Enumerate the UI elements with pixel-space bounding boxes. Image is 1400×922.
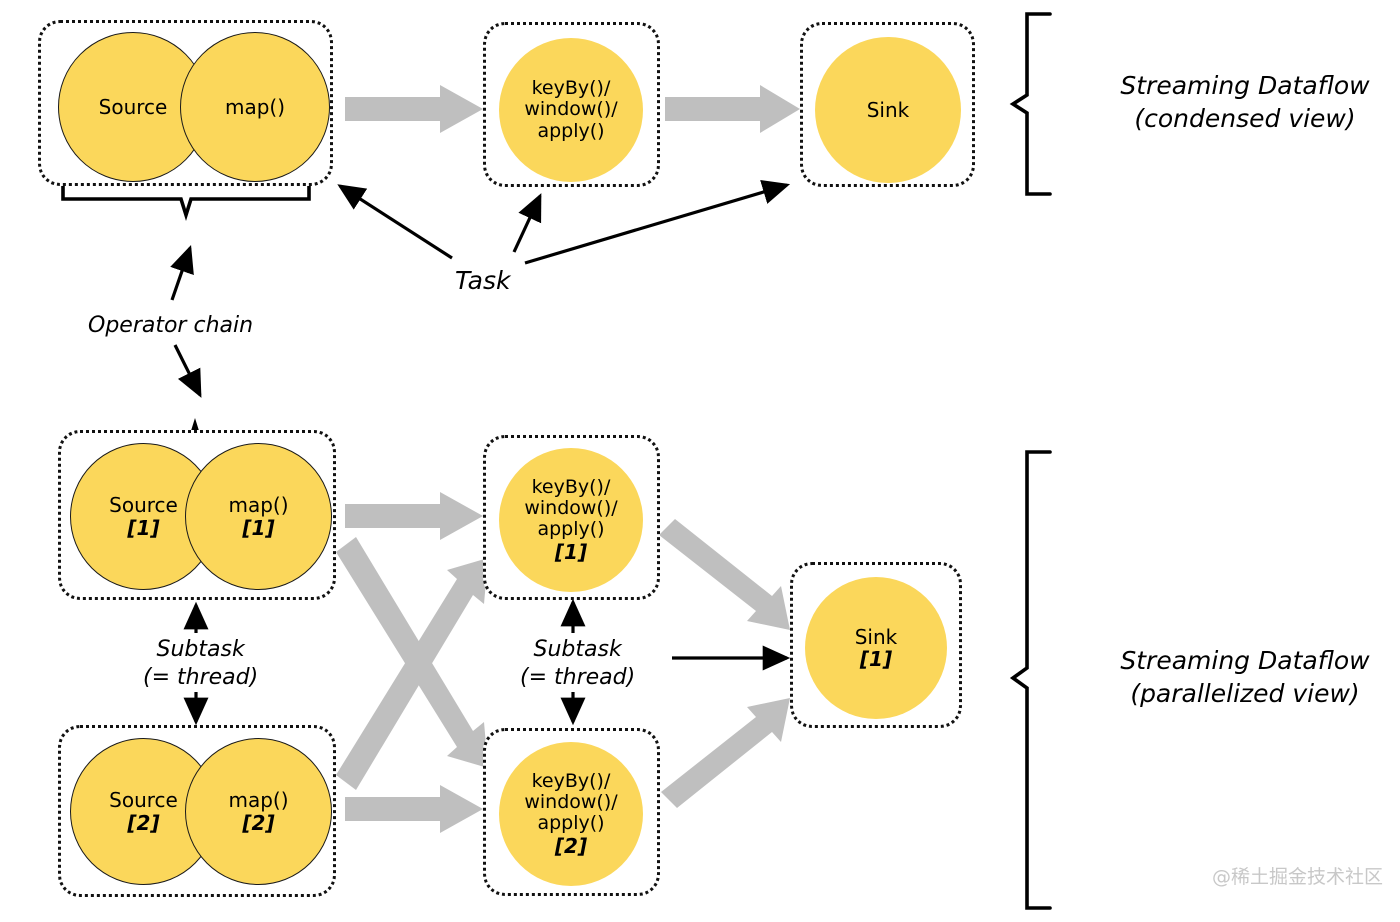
node-index: [2] xyxy=(554,833,588,858)
node-keyby-condensed[interactable]: keyBy()/ window()/ apply() xyxy=(499,38,643,182)
watermark: @稀土掘金技术社区 xyxy=(1212,866,1384,888)
node-label: Source xyxy=(109,788,178,813)
group-brace-parallel xyxy=(1009,450,1052,910)
node-keyby-2[interactable]: keyBy()/ window()/ apply() [2] xyxy=(499,742,643,886)
node-index: [2] xyxy=(127,810,160,835)
node-label: map() xyxy=(228,493,289,518)
flow-arrow-source-to-keyby xyxy=(345,85,483,133)
node-sink-condensed[interactable]: Sink xyxy=(815,37,961,183)
node-label: map() xyxy=(228,788,289,813)
node-index: [1] xyxy=(859,647,893,671)
annotation-subtask-left: Subtask (= thread) xyxy=(143,637,259,690)
flow-arrow-keyby1-to-sink xyxy=(659,519,790,630)
flow-arrow-source2-to-keyby1 xyxy=(336,558,488,790)
node-label: Sink xyxy=(854,624,898,649)
group-label-condensed: Streaming Dataflow (condensed view) xyxy=(1120,71,1370,133)
annotation-operator-chain: Operator chain xyxy=(88,313,254,338)
node-index: [2] xyxy=(242,810,275,835)
flow-arrow-source2-to-keyby2 xyxy=(345,785,483,833)
flow-arrow-keyby-to-sink xyxy=(665,85,800,133)
node-label-line-2: window()/ xyxy=(524,791,618,814)
node-index: [1] xyxy=(554,539,588,564)
node-index: [1] xyxy=(127,515,160,540)
node-label-line-1: keyBy()/ xyxy=(531,769,611,792)
task-arrow-to-source-chain xyxy=(337,184,453,260)
node-label-line-3: apply() xyxy=(537,812,605,835)
node-map-2[interactable]: map() [2] xyxy=(185,738,332,885)
node-index: [1] xyxy=(242,515,275,540)
node-label-line-2: window()/ xyxy=(524,497,618,520)
annotation-task: Task xyxy=(455,266,511,295)
operator-chain-arrow-up xyxy=(170,244,194,301)
group-label-parallel: Streaming Dataflow (parallelized view) xyxy=(1120,646,1370,708)
node-label: Source xyxy=(98,94,168,119)
node-label-line-2: window()/ xyxy=(524,98,618,121)
operator-chain-arrow-down xyxy=(173,344,202,398)
node-label: Sink xyxy=(866,97,910,122)
group-brace-condensed xyxy=(1009,12,1052,196)
node-map-condensed[interactable]: map() xyxy=(180,32,330,182)
flow-arrow-keyby2-to-sink xyxy=(661,698,790,808)
node-label: Source xyxy=(109,493,178,518)
node-map-1[interactable]: map() [1] xyxy=(185,443,332,590)
flow-arrow-source1-to-keyby2 xyxy=(336,537,488,768)
task-arrow-to-sink xyxy=(524,179,791,265)
task-arrow-to-keyby xyxy=(512,193,542,253)
node-label: map() xyxy=(224,94,286,119)
node-label-line-1: keyBy()/ xyxy=(531,77,611,100)
flow-arrow-source1-to-keyby1 xyxy=(345,492,483,540)
node-keyby-1[interactable]: keyBy()/ window()/ apply() [1] xyxy=(499,448,643,592)
node-sink-1[interactable]: Sink [1] xyxy=(805,577,947,719)
node-label-line-3: apply() xyxy=(537,518,605,541)
node-label-line-3: apply() xyxy=(537,119,605,142)
node-label-line-1: keyBy()/ xyxy=(531,475,611,498)
annotation-subtask-right: Subtask (= thread) xyxy=(520,637,636,690)
operator-chain-brace-top xyxy=(61,181,311,222)
